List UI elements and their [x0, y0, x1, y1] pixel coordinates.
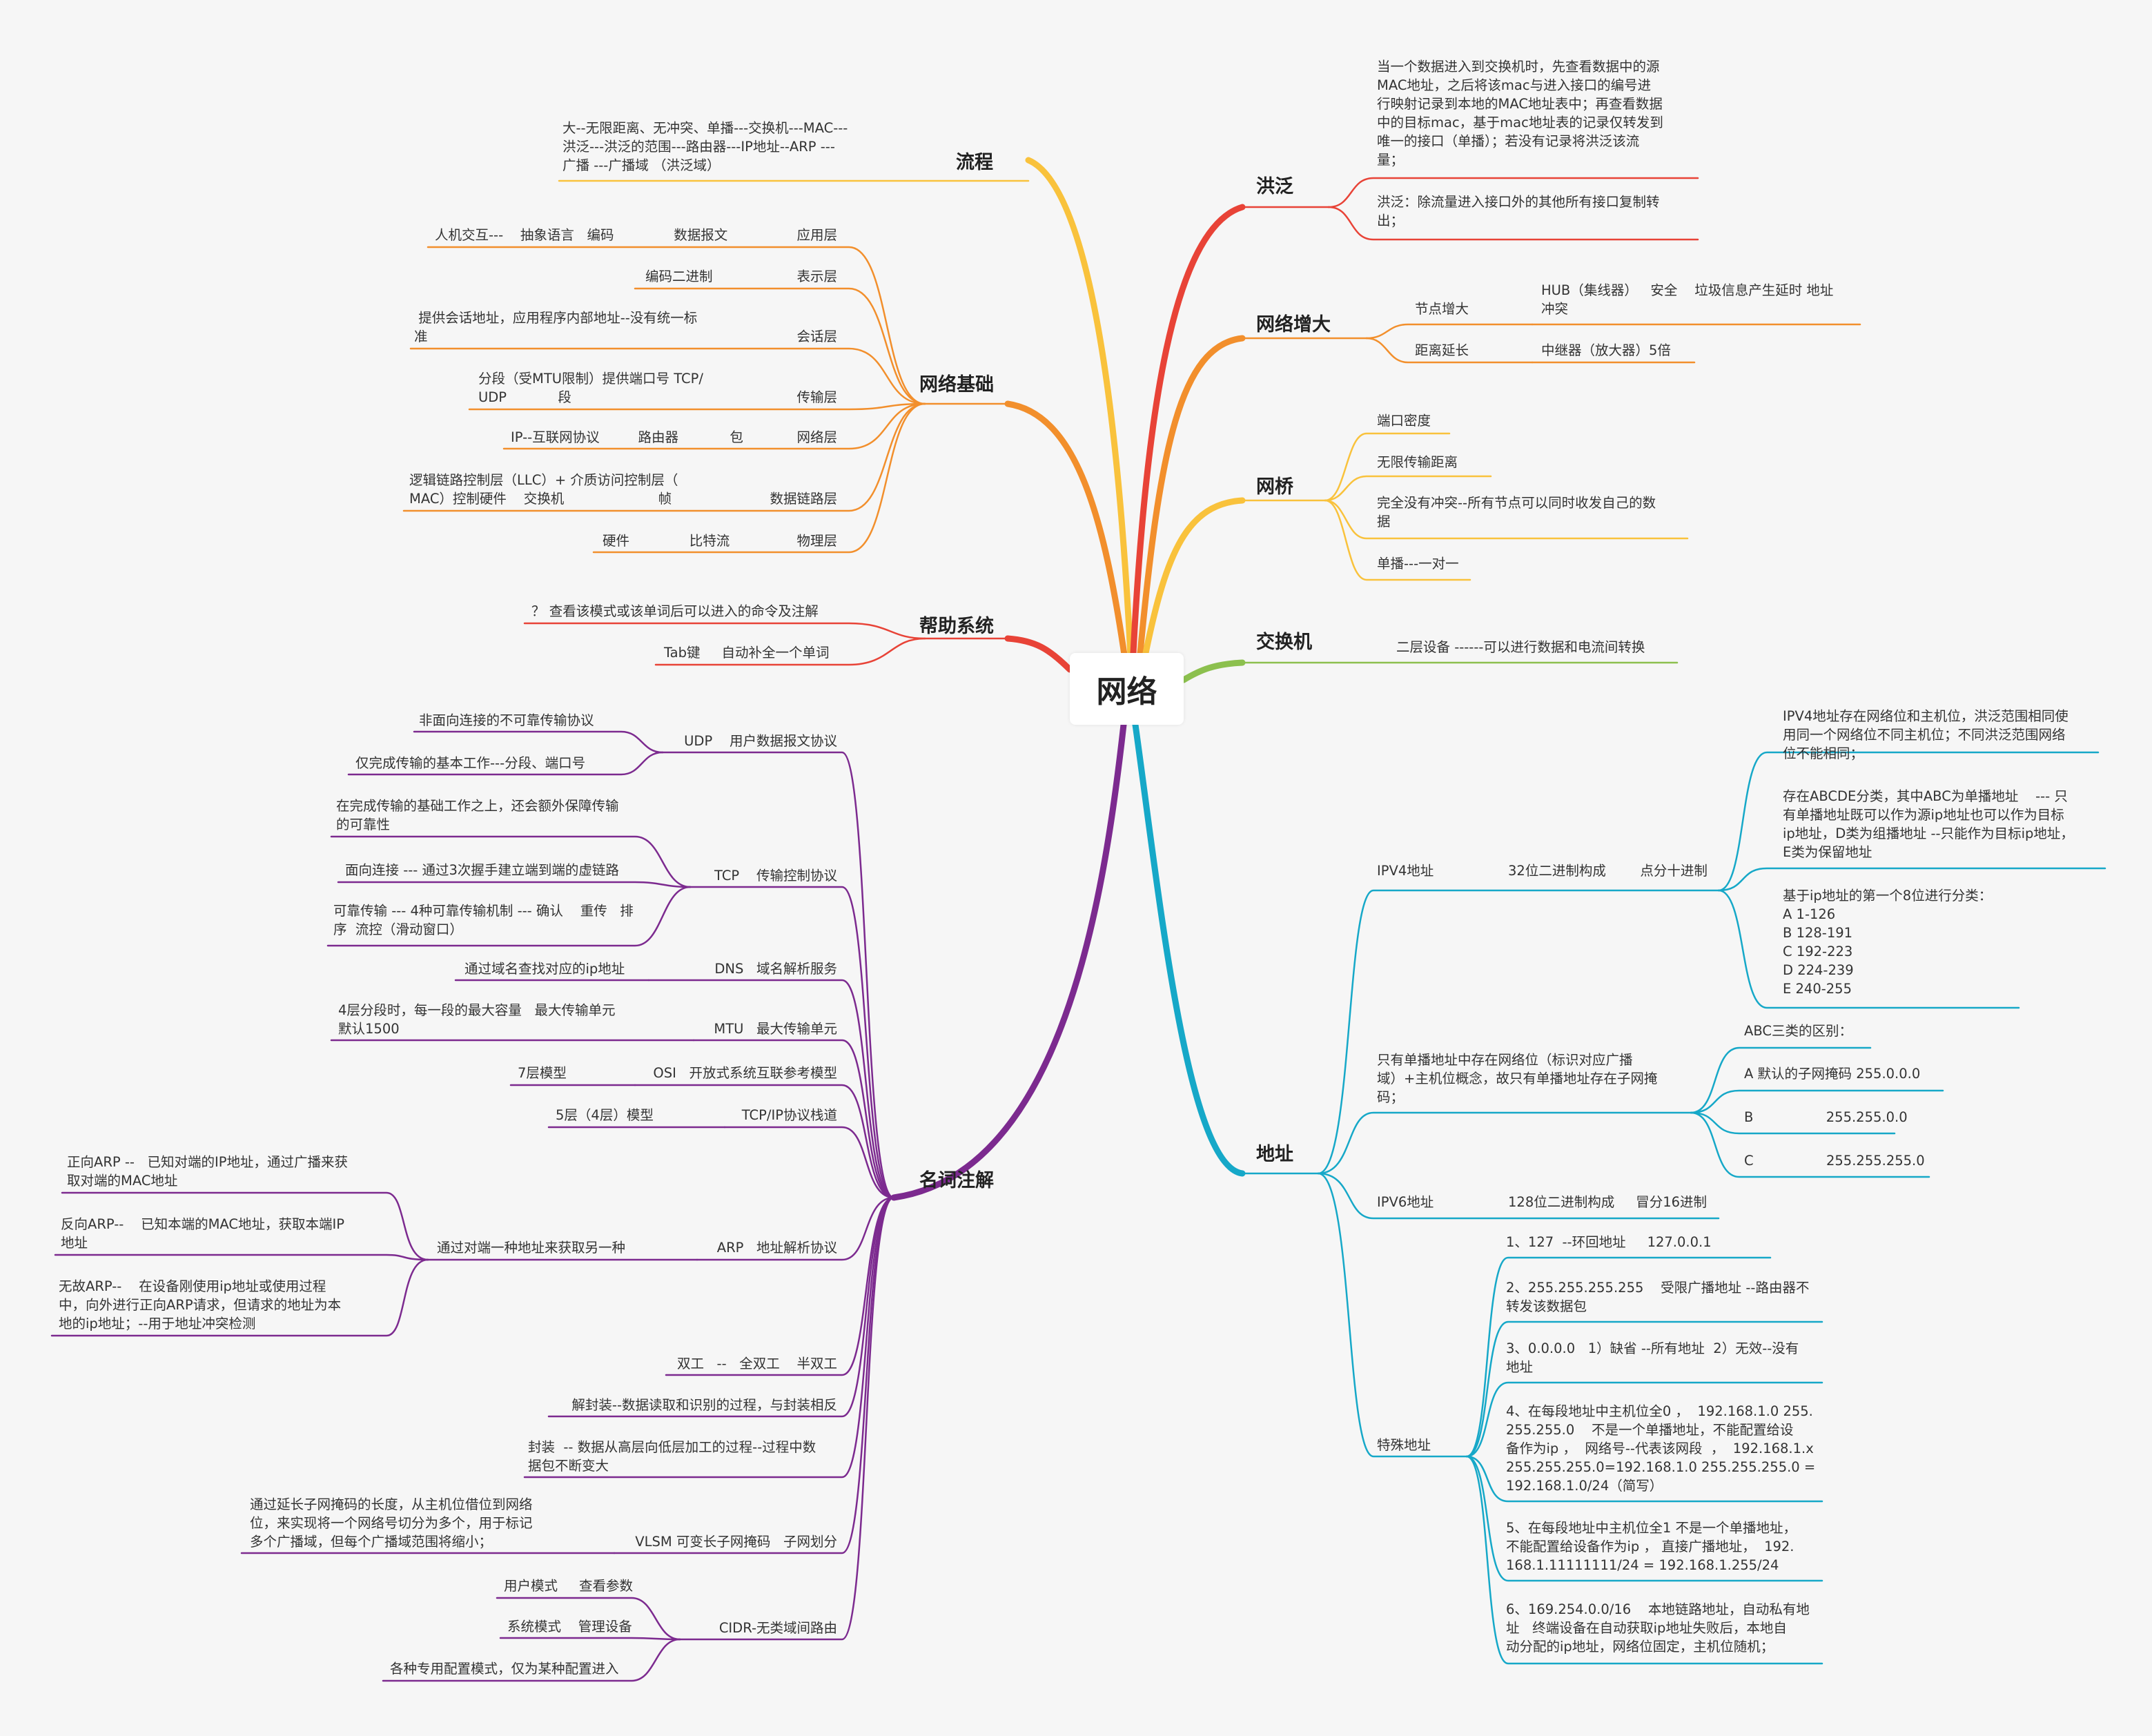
branch-zengda[interactable]: 网络增大 — [1256, 314, 1331, 335]
branch-dizhi[interactable]: 地址 — [1256, 1144, 1293, 1165]
dizhi-ipv6[interactable]: IPV6地址 — [1377, 1194, 1434, 1210]
mingci-tcpip[interactable]: TCP/IP协议栈道 — [741, 1107, 837, 1123]
jichu-layer-3-name[interactable]: 传输层 — [796, 389, 837, 405]
special-item-3: 4、在每段地址中主机位全0 ， 192.168.1.0 255. 255.255… — [1506, 1403, 1816, 1494]
arp-item-0: 正向ARP -- 已知对端的IP地址，通过广播来获 取对端的MAC地址 — [67, 1154, 349, 1189]
mingci-decap[interactable]: 解封装--数据读取和识别的过程，与封装相反 — [571, 1397, 837, 1413]
ipv4-item-2: 基于ip地址的第一个8位进行分类： A 1-126 B 128-191 C 19… — [1783, 888, 1993, 997]
jichu-layer-5-detail: 逻辑链路控制层（LLC）+ 介质访问控制层（ MAC）控制硬件 交换机 帧 — [409, 472, 678, 507]
branch-wangqiao[interactable]: 网桥 — [1256, 476, 1293, 498]
wangqiao-item-3: 单播---一对一 — [1377, 556, 1459, 572]
mask-item-3: C 255.255.255.0 — [1744, 1153, 1925, 1169]
ipv4-item-0: IPV4地址存在网络位和主机位，洪泛范围相同使 用同一个网络位不同主机位；不同洪… — [1783, 708, 2068, 761]
jichu-layer-0-detail: 人机交互--- 抽象语言 编码 数据报文 — [435, 227, 728, 243]
zengda-item-1-label[interactable]: 距离延长 — [1415, 342, 1469, 358]
mingci-arp[interactable]: ARP 地址解析协议 — [716, 1240, 837, 1256]
jichu-layer-3-detail: 分段（受MTU限制）提供端口号 TCP/ UDP 段 — [478, 371, 703, 405]
ipv4-sub: 32位二进制构成 点分十进制 — [1508, 863, 1708, 879]
link-main-liucheng — [1025, 157, 1134, 659]
jichu-layer-6-name[interactable]: 物理层 — [796, 533, 837, 549]
wangqiao-item-2: 完全没有冲突--所有节点可以同时收发自己的数 据 — [1377, 495, 1656, 529]
branch-jiaohuanji[interactable]: 交换机 — [1256, 632, 1312, 653]
mtu-detail: 4层分段时，每一段的最大容量 最大传输单元 默认1500 — [338, 1002, 616, 1037]
mask-item-2: B 255.255.0.0 — [1744, 1109, 1908, 1125]
jichu-layer-1-detail: 编码二进制 — [645, 269, 713, 284]
root-node[interactable]: 网络 — [1070, 653, 1184, 725]
jichu-layer-0-name[interactable]: 应用层 — [796, 227, 837, 243]
mingci-udp[interactable]: UDP 用户数据报文协议 — [684, 733, 837, 749]
mingci-dns[interactable]: DNS 域名解析服务 — [714, 961, 837, 977]
bangzhu-item-0: ？ 查看该模式或该单词后可以进入的命令及注解 — [531, 603, 819, 619]
liucheng-note: 大--无限距离、无冲突、单播---交换机---MAC--- 洪泛---洪泛的范围… — [563, 120, 848, 173]
jichu-layer-4-name[interactable]: 网络层 — [796, 429, 837, 445]
tcp-item-1: 面向连接 --- 通过3次握手建立端到端的虚链路 — [345, 862, 619, 878]
mingci-cidr[interactable]: CIDR-无类域间路由 — [718, 1620, 837, 1636]
tcp-item-2: 可靠传输 --- 4种可靠传输机制 --- 确认 重传 排 序 流控（滑动窗口） — [333, 903, 634, 937]
mingci-encap[interactable]: 封装 -- 数据从高层向低层加工的过程--过程中数 据包不断变大 — [528, 1439, 816, 1474]
link-main-mingci — [890, 721, 1127, 1201]
branch-mingci[interactable]: 名词注解 — [919, 1170, 994, 1191]
mingci-vlsm[interactable]: VLSM 可变长子网掩码 子网划分 — [635, 1534, 837, 1550]
link-main-dizhi — [1132, 721, 1246, 1177]
dizhi-mask[interactable]: 只有单播地址中存在网络位（标识对应广播 域）+主机位概念，故只有单播地址存在子网… — [1377, 1052, 1658, 1105]
link-main-wangqiao — [1142, 497, 1246, 656]
cidr-item-1: 系统模式 管理设备 — [507, 1619, 632, 1635]
ipv6-sub: 128位二进制构成 冒分16进制 — [1508, 1194, 1708, 1210]
arp-item-1: 反向ARP-- 已知本端的MAC地址，获取本端IP 地址 — [61, 1216, 345, 1251]
jichu-layer-4-detail: IP--互联网协议 路由器 包 — [511, 429, 743, 445]
mingci-duplex[interactable]: 双工 -- 全双工 半双工 — [676, 1356, 837, 1372]
link-main-bangzhu — [1004, 635, 1073, 673]
special-item-2: 3、0.0.0.0 1）缺省 --所有地址 2）无效--没有 地址 — [1506, 1340, 1799, 1375]
ipv4-item-1: 存在ABCDE分类，其中ABC为单播地址 --- 只 有单播地址既可以作为源ip… — [1783, 788, 2074, 860]
zengda-item-0-detail: HUB（集线器） 安全 垃圾信息产生延时 地址 冲突 — [1541, 282, 1834, 317]
mingci-osi[interactable]: OSI 开放式系统互联参考模型 — [653, 1065, 837, 1081]
mask-item-0: ABC三类的区别： — [1744, 1023, 1852, 1039]
branch-liucheng[interactable]: 流程 — [956, 152, 993, 173]
link-main-jiaohuanji — [1180, 659, 1246, 683]
wangqiao-item-1: 无限传输距离 — [1377, 454, 1458, 470]
zengda-item-0-label[interactable]: 节点增大 — [1415, 301, 1469, 317]
hongfan-item-0: 当一个数据进入到交换机时，先查看数据中的源 MAC地址，之后将该mac与进入接口… — [1377, 59, 1663, 168]
osi-detail: 7层模型 — [518, 1065, 567, 1081]
branch-jichu[interactable]: 网络基础 — [919, 374, 994, 396]
hongfan-item-1: 洪泛：除流量进入接口外的其他所有接口复制转 出； — [1377, 194, 1660, 228]
mingci-mtu[interactable]: MTU 最大传输单元 — [714, 1021, 837, 1037]
vlsm-detail: 通过延长子网掩码的长度，从主机位借位到网络 位，来实现将一个网络号切分为多个，用… — [250, 1496, 533, 1550]
branch-bangzhu[interactable]: 帮助系统 — [919, 616, 994, 637]
tcpip-detail: 5层（4层）模型 — [556, 1107, 654, 1123]
special-item-4: 5、在每段地址中主机位全1 不是一个单播地址， 不能配置给设备作为ip ， 直接… — [1506, 1520, 1797, 1573]
jichu-layer-2-name[interactable]: 会话层 — [796, 329, 837, 344]
cidr-item-2: 各种专用配置模式，仅为某种配置进入 — [390, 1661, 619, 1677]
udp-item-1: 仅完成传输的基本工作---分段、端口号 — [355, 755, 586, 771]
wangqiao-item-0: 端口密度 — [1377, 413, 1431, 429]
tcp-item-0: 在完成传输的基础工作之上，还会额外保障传输 的可靠性 — [336, 798, 619, 832]
zengda-item-1-detail: 中继器（放大器）5倍 — [1541, 342, 1671, 358]
root-label: 网络 — [1096, 674, 1157, 710]
jichu-layer-6-detail: 硬件 比特流 — [603, 533, 730, 549]
dizhi-special[interactable]: 特殊地址 — [1377, 1437, 1431, 1453]
dns-detail: 通过域名查找对应的ip地址 — [464, 961, 625, 977]
jichu-layer-1-name[interactable]: 表示层 — [796, 269, 837, 284]
branch-hongfan[interactable]: 洪泛 — [1256, 176, 1293, 197]
special-item-5: 6、169.254.0.0/16 本地链路地址，自动私有地 址 终端设备在自动获… — [1506, 1601, 1810, 1655]
link-main-hongfan — [1130, 204, 1246, 656]
special-item-0: 1、127 --环回地址 127.0.0.1 — [1506, 1234, 1712, 1250]
special-item-1: 2、255.255.255.255 受限广播地址 --路由器不 转发该数据包 — [1506, 1280, 1810, 1314]
mask-item-1: A 默认的子网掩码 255.0.0.0 — [1744, 1066, 1921, 1082]
mingci-tcp[interactable]: TCP 传输控制协议 — [714, 868, 837, 884]
link-main-zengda — [1137, 335, 1246, 656]
jiaohuanji-detail: 二层设备 ------可以进行数据和电流间转换 — [1396, 639, 1645, 655]
link-main-jichu — [1004, 400, 1128, 663]
arp-detail: 通过对端一种地址来获取另一种 — [437, 1240, 626, 1256]
bangzhu-item-1: Tab键 自动补全一个单词 — [664, 645, 830, 661]
udp-item-0: 非面向连接的不可靠传输协议 — [419, 712, 594, 728]
jichu-layer-2-detail: 提供会话地址，应用程序内部地址--没有统一标 准 — [414, 310, 698, 344]
jichu-layer-5-name[interactable]: 数据链路层 — [770, 491, 837, 507]
arp-item-2: 无故ARP-- 在设备刚使用ip地址或使用过程 中，向外进行正向ARP请求，但请… — [59, 1278, 342, 1332]
dizhi-ipv4[interactable]: IPV4地址 — [1377, 863, 1434, 879]
cidr-item-0: 用户模式 查看参数 — [504, 1578, 633, 1594]
